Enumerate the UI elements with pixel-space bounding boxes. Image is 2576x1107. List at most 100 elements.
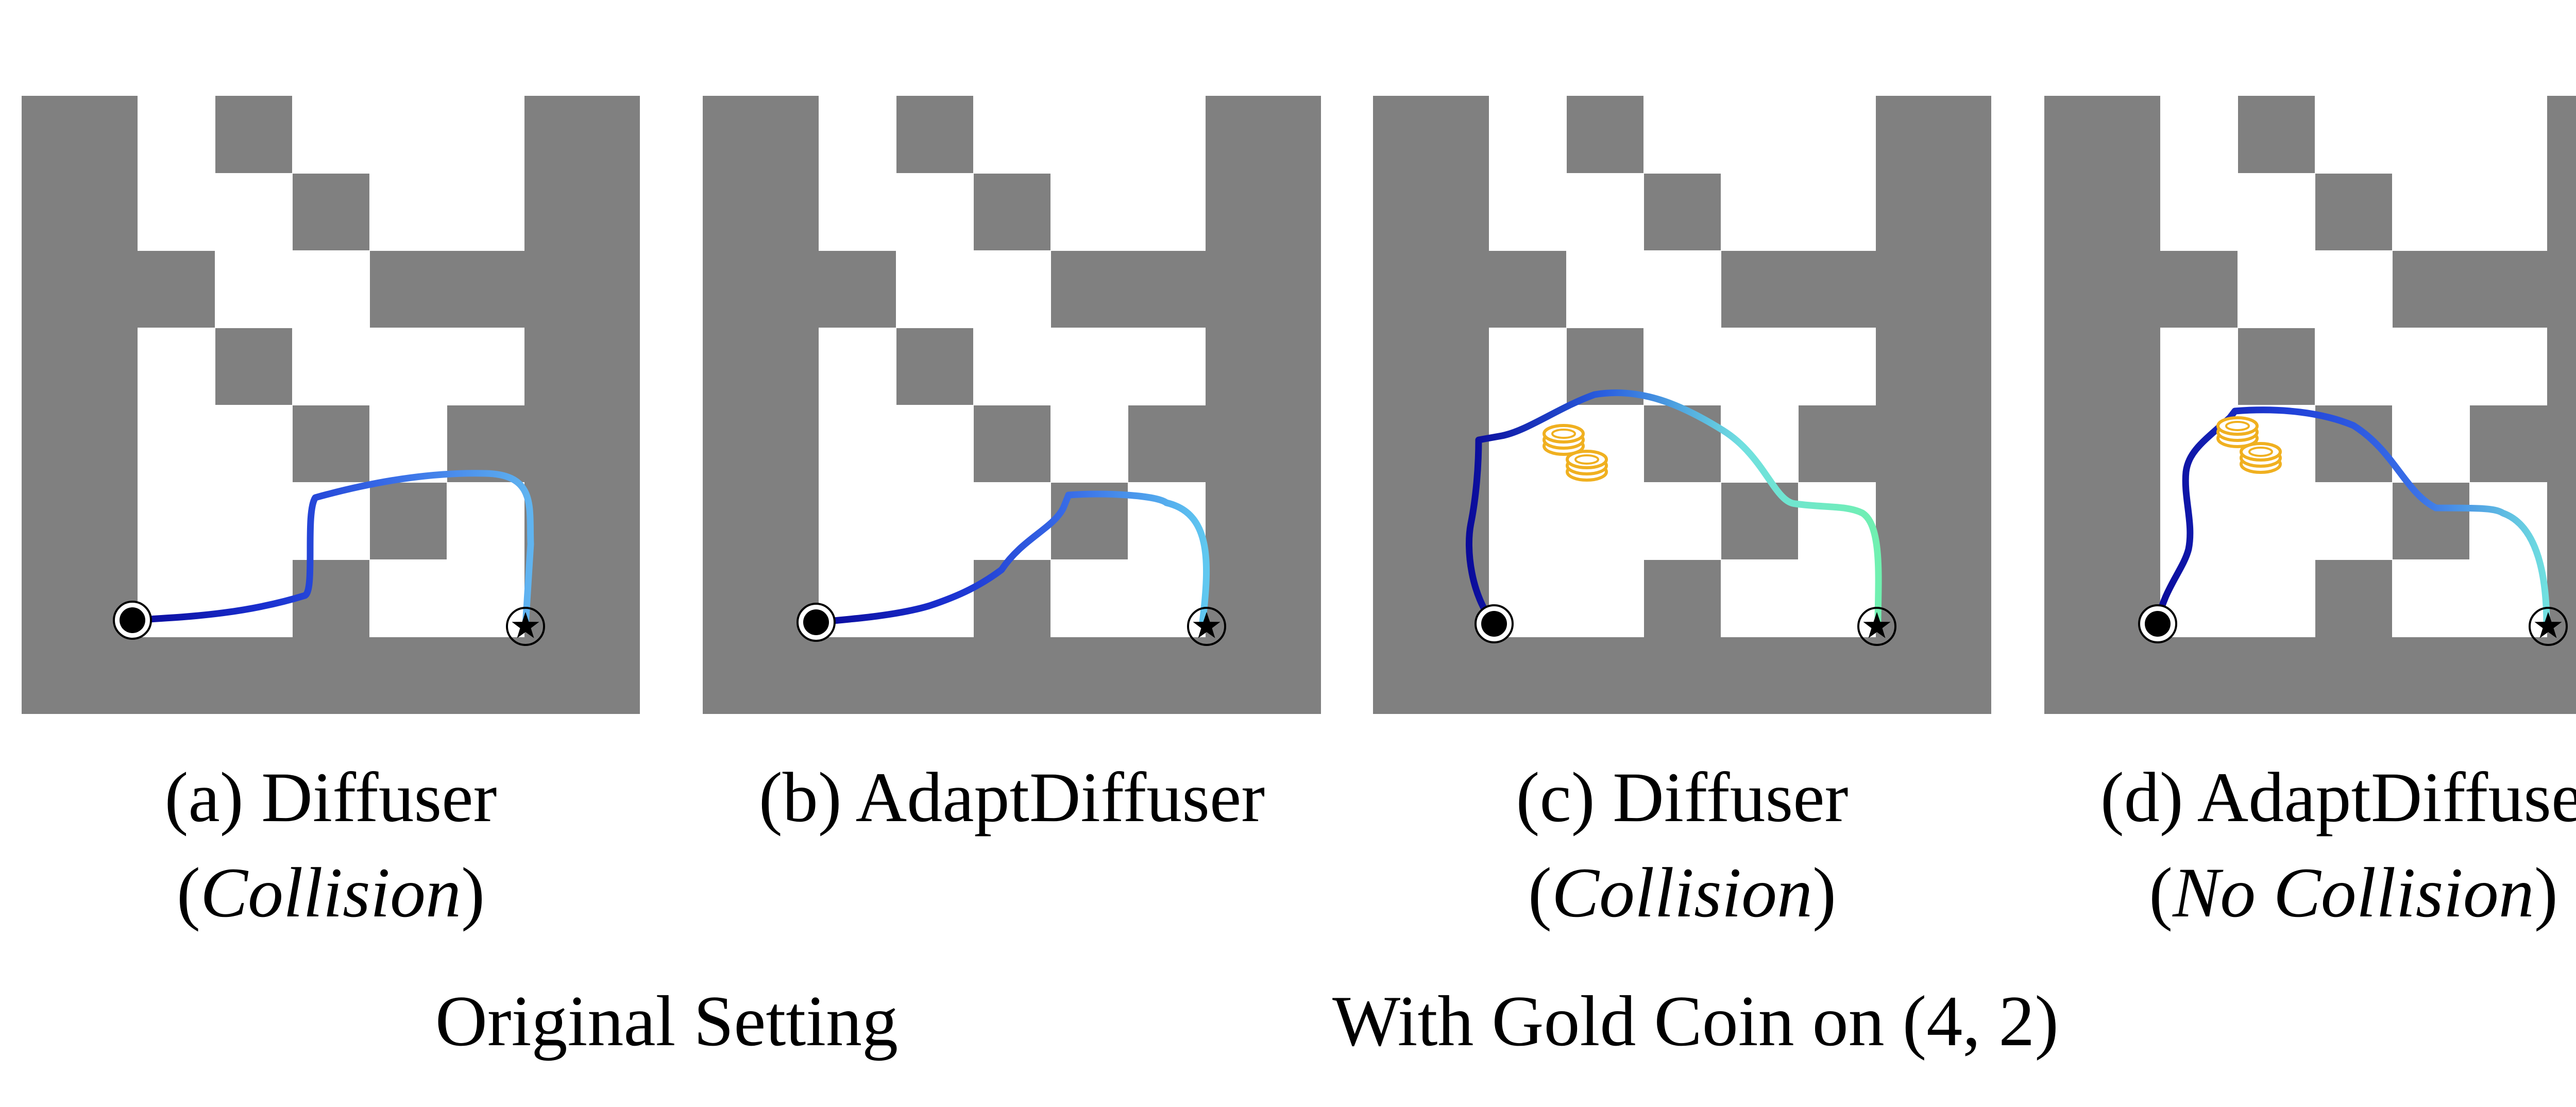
gold-coin-icon (1543, 424, 1608, 482)
caption-c-status-text: Collision (1551, 853, 1813, 932)
maze-floor-cell (292, 328, 370, 405)
maze-floor-cell (896, 482, 974, 560)
maze-floor-cell (1128, 96, 1206, 174)
start-circle-icon (2138, 604, 2177, 643)
caption-d-open-paren: ( (2149, 853, 2173, 932)
gold-coin-icon (2216, 416, 2282, 474)
maze-floor-cell (369, 173, 447, 251)
goal-star-icon (2529, 607, 2568, 646)
maze-floor-cell (447, 328, 524, 405)
maze-floor-cell (2392, 405, 2470, 483)
maze-floor-cell (1489, 173, 1567, 251)
maze-floor-cell (1128, 328, 1206, 405)
caption-d-title: (d) AdaptDiffuser (2100, 758, 2576, 837)
caption-d: (d) AdaptDiffuser (No Collision) (2019, 750, 2576, 940)
maze-floor-cell (819, 328, 896, 405)
caption-c-status: (Collision) (1347, 845, 2017, 940)
maze-floor-cell (1566, 482, 1644, 560)
maze-panel-c (1373, 96, 1991, 714)
maze-floor-cell (1798, 328, 1876, 405)
maze-floor-cell (138, 328, 215, 405)
maze-floor-cell (2315, 328, 2393, 405)
maze-floor-cell (2238, 173, 2315, 251)
caption-a-status: (Collision) (0, 845, 666, 940)
maze-floor-cell (1050, 405, 1128, 483)
caption-a-title: (a) Diffuser (164, 758, 497, 837)
caption-a-status-text: Collision (200, 853, 462, 932)
maze-floor-cell (1643, 328, 1721, 405)
maze-floor-cell (896, 250, 974, 328)
maze-floor-cell (138, 96, 215, 174)
trajectory-path (1466, 389, 1882, 627)
goal-star-icon (506, 607, 545, 646)
maze-floor-cell (2238, 250, 2315, 328)
caption-c-open-paren: ( (1528, 853, 1552, 932)
maze-floor-cell (1050, 96, 1128, 174)
maze-floor-cell (1798, 559, 1876, 637)
caption-c-title: (c) Diffuser (1516, 758, 1849, 837)
maze-floor-cell (1721, 96, 1799, 174)
maze-floor-cell (2392, 559, 2470, 637)
maze-floor-cell (1128, 173, 1206, 251)
maze-floor-cell (1798, 96, 1876, 174)
maze-floor-cell (215, 173, 293, 251)
caption-c-close-paren: ) (1812, 853, 1837, 932)
maze-floor-cell (2315, 250, 2393, 328)
maze-floor-cell (1721, 559, 1799, 637)
maze-floor-cell (215, 559, 293, 637)
maze-floor-cell (2469, 173, 2547, 251)
caption-b-title: (b) AdaptDiffuser (758, 758, 1265, 837)
caption-b: (b) AdaptDiffuser (677, 750, 1347, 845)
trajectory-path (2154, 406, 2550, 629)
maze-floor-cell (1798, 482, 1876, 560)
maze-panel-d (2044, 96, 2576, 714)
maze-floor-cell (1643, 482, 1721, 560)
maze-panel-a (22, 96, 640, 714)
maze-floor-cell (1050, 328, 1128, 405)
start-circle-icon (796, 603, 836, 642)
maze-floor-cell (1566, 559, 1644, 637)
maze-floor-cell (1643, 250, 1721, 328)
maze-floor-cell (2392, 328, 2470, 405)
maze-floor-cell (1566, 173, 1644, 251)
maze-floor-cell (2315, 482, 2393, 560)
caption-d-status-text: No Collision (2173, 853, 2534, 932)
maze-floor-cell (369, 405, 447, 483)
maze-floor-cell (1128, 559, 1206, 637)
maze-floor-cell (2238, 482, 2315, 560)
group-label-gold-coin: With Gold Coin on (4, 2) (1332, 981, 2059, 1061)
maze-floor-cell (215, 405, 293, 483)
maze-floor-cell (2160, 482, 2238, 560)
maze-floor-cell (447, 482, 524, 560)
maze-floor-cell (2160, 96, 2238, 174)
maze-floor-cell (369, 96, 447, 174)
maze-floor-cell (819, 405, 896, 483)
maze-floor-cell (1489, 96, 1567, 174)
maze-floor-cell (2469, 96, 2547, 174)
maze-floor-cell (1721, 328, 1799, 405)
maze-floor-cell (138, 173, 215, 251)
caption-d-close-paren: ) (2534, 853, 2558, 932)
maze-floor-cell (138, 482, 215, 560)
maze-floor-cell (447, 173, 524, 251)
maze-floor-cell (369, 559, 447, 637)
maze-floor-cell (447, 96, 524, 174)
maze-floor-cell (973, 250, 1051, 328)
caption-c: (c) Diffuser (Collision) (1347, 750, 2017, 940)
goal-star-icon (1187, 607, 1226, 646)
start-circle-icon (113, 601, 152, 640)
start-circle-icon (1475, 604, 1514, 643)
maze-floor-cell (973, 96, 1051, 174)
maze-floor-cell (138, 405, 215, 483)
maze-floor-cell (215, 482, 293, 560)
maze-floor-cell (1566, 250, 1644, 328)
goal-star-icon (1857, 607, 1896, 646)
maze-floor-cell (2238, 559, 2315, 637)
maze-floor-cell (1798, 173, 1876, 251)
maze-floor-cell (2392, 173, 2470, 251)
maze-floor-cell (369, 328, 447, 405)
maze-floor-cell (2392, 96, 2470, 174)
maze-floor-cell (896, 405, 974, 483)
maze-floor-cell (896, 559, 974, 637)
